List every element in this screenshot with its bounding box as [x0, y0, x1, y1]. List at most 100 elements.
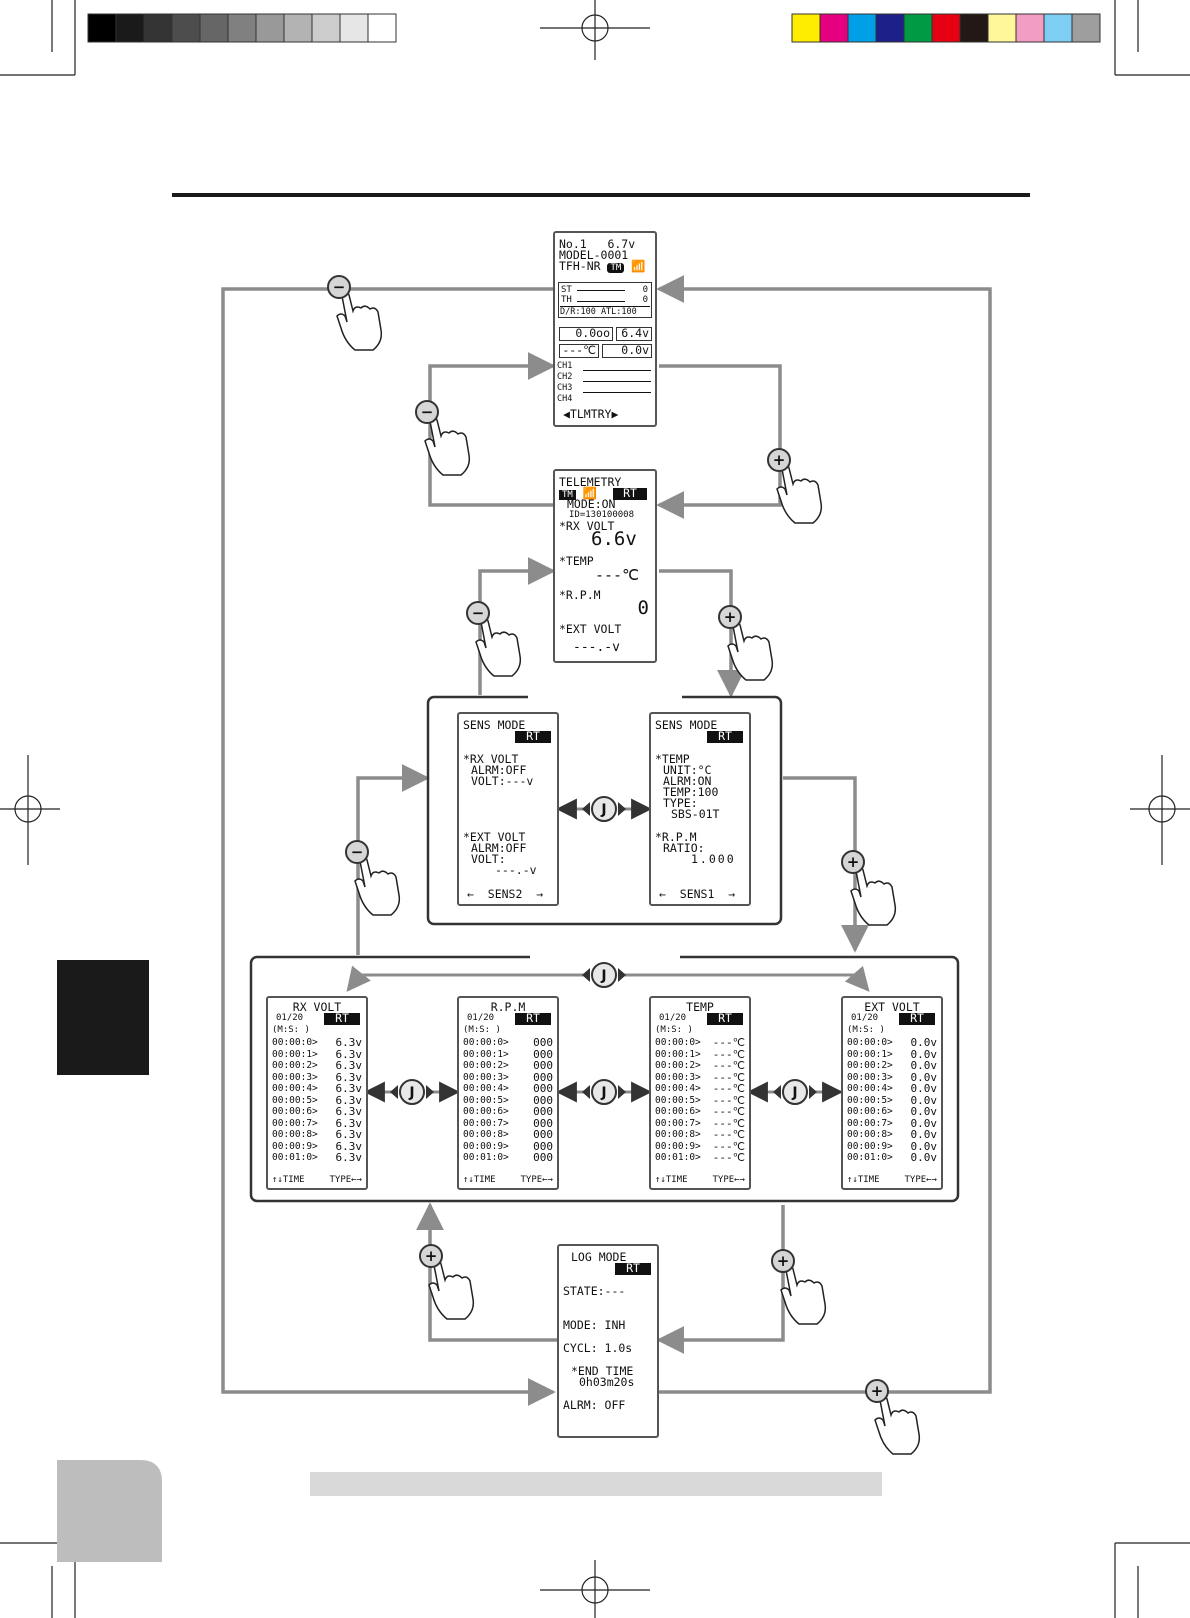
- jog-dial: J: [555, 796, 653, 822]
- plus-icon: +: [773, 451, 786, 469]
- home-screen: No.1 6.7v MODEL-0001 TFH-NR TM 📶 ST 0 TH…: [553, 231, 657, 427]
- minus-icon: −: [421, 403, 434, 421]
- log-value: ---℃: [712, 1059, 745, 1072]
- gray-calibration-bar: [87, 13, 397, 43]
- log-alarm: ALRM: OFF: [563, 1398, 626, 1412]
- log-time: 00:00:8>: [463, 1129, 509, 1140]
- log-value: 6.3v: [335, 1047, 363, 1061]
- ext-volt-value: ---.-v: [573, 640, 620, 655]
- log-value: ---℃: [712, 1128, 745, 1141]
- plus-key-press-icon: +: [767, 448, 823, 524]
- log-row: 00:00:8>---℃: [655, 1129, 745, 1141]
- rt-badge: RT: [613, 487, 647, 500]
- log-title: TEMP: [686, 1000, 714, 1014]
- temp-label: *TEMP: [559, 554, 594, 568]
- log-value: 000: [533, 1116, 553, 1130]
- log-value: 6.3v: [335, 1151, 363, 1164]
- rt-badge: RT: [324, 1012, 360, 1025]
- log-time: 00:00:3>: [847, 1071, 893, 1083]
- log-time: 00:00:1>: [847, 1048, 893, 1060]
- log-time: 00:00:4>: [272, 1083, 318, 1094]
- log-time: 00:00:3>: [655, 1071, 701, 1083]
- plus-key-press-icon: +: [771, 1249, 827, 1325]
- rt-badge: RT: [707, 730, 743, 743]
- log-value: 000: [533, 1151, 553, 1164]
- color-swatch: [987, 13, 1017, 43]
- color-swatch: [1015, 13, 1045, 43]
- rpm-label: *R.P.M: [559, 588, 601, 602]
- log-time: 00:00:1>: [655, 1048, 701, 1060]
- st-value: 0: [642, 285, 648, 295]
- rt-badge: RT: [515, 1012, 551, 1025]
- log-row: 00:00:9>6.3v: [272, 1140, 362, 1153]
- th-trim-bar: [577, 301, 625, 302]
- color-swatch: [1071, 13, 1101, 43]
- log-row: 00:00:5>---℃: [655, 1094, 745, 1107]
- log-row: 00:00:1>6.3v: [272, 1047, 363, 1061]
- plus-key-press-icon: +: [865, 1379, 921, 1455]
- color-swatch: [819, 13, 849, 43]
- log-time: 00:00:0>: [463, 1037, 509, 1048]
- log-value: 000: [533, 1070, 553, 1084]
- log-time: 00:00:6>: [655, 1106, 701, 1117]
- volt-box: 6.4v: [616, 327, 652, 341]
- st-trim-bar: [577, 290, 625, 291]
- temp-type-value: SBS-01T: [671, 807, 720, 821]
- log-row: 00:00:8>6.3v: [272, 1129, 362, 1141]
- log-time: 00:00:4>: [463, 1083, 509, 1094]
- log-time: 00:00:6>: [272, 1106, 318, 1117]
- temp-box: ---℃: [559, 344, 599, 358]
- home-model-type: TFH-NR TM 📶: [559, 260, 646, 275]
- rx-alarm: ALRM:OFF: [471, 763, 527, 777]
- ch2-label: CH2: [557, 372, 573, 382]
- color-swatch: [903, 13, 933, 43]
- log-mode-screen: LOG MODE RT STATE:--- MODE: INH CYCL: 1.…: [557, 1244, 659, 1438]
- trim-panel: ST 0 TH 0 D/R:100 ATL:100: [558, 282, 652, 318]
- rx-volt-label: *RX VOLT: [463, 752, 519, 766]
- log-row: 00:00:2>---℃: [655, 1060, 745, 1072]
- sens2-nav: ← SENS2 →: [467, 887, 544, 901]
- log-row: 00:00:5>000: [463, 1094, 553, 1107]
- log-value: 0.0v: [910, 1116, 938, 1130]
- log-page: 01/20: [851, 1013, 879, 1023]
- log-end-time-label: *END TIME: [571, 1364, 634, 1378]
- log-row: 00:00:1>0.0v: [847, 1048, 937, 1061]
- jog-dial: J: [746, 1079, 844, 1105]
- header-rule: [172, 193, 1030, 197]
- log-value: 0.0v: [910, 1059, 938, 1072]
- log-row: 00:00:0>000: [463, 1037, 553, 1049]
- log-foot-time: ↑↓TIME: [463, 1175, 496, 1185]
- log-row: 00:00:3>6.3v: [272, 1071, 362, 1084]
- plus-icon: +: [425, 1247, 438, 1265]
- jog-icon: J: [600, 1085, 606, 1101]
- rpm-label: *R.P.M: [655, 830, 697, 844]
- color-calibration-bar: [791, 13, 1101, 43]
- log-value: 000: [533, 1047, 553, 1061]
- log-foot-type: TYPE←→: [329, 1175, 362, 1185]
- plus-key-press-icon: +: [718, 605, 774, 681]
- log-page: 01/20: [659, 1013, 687, 1023]
- minus-icon: −: [472, 604, 485, 622]
- jog-icon: J: [600, 968, 606, 984]
- rx-volt: VOLT:---v: [471, 774, 534, 788]
- home-model-name: MODEL-0001: [559, 248, 629, 262]
- log-foot-time: ↑↓TIME: [655, 1175, 688, 1185]
- log-time: 00:00:0>: [272, 1037, 318, 1048]
- log-title: R.P.M: [490, 1000, 526, 1014]
- log-row: 00:00:6>0.0v: [847, 1106, 937, 1118]
- log-time: 00:00:7>: [272, 1117, 318, 1129]
- log-foot-type: TYPE←→: [712, 1175, 745, 1185]
- log-row: 00:00:7>---℃: [655, 1117, 745, 1130]
- plus-icon: +: [724, 608, 737, 626]
- log-value: 6.3v: [335, 1093, 363, 1107]
- log-value: 6.3v: [335, 1059, 363, 1072]
- log-state: STATE:---: [563, 1284, 626, 1298]
- gray-swatch: [311, 13, 341, 43]
- sens1-nav: ← SENS1 →: [659, 887, 736, 901]
- color-swatch: [1043, 13, 1073, 43]
- log-row: 00:00:7>0.0v: [847, 1116, 938, 1130]
